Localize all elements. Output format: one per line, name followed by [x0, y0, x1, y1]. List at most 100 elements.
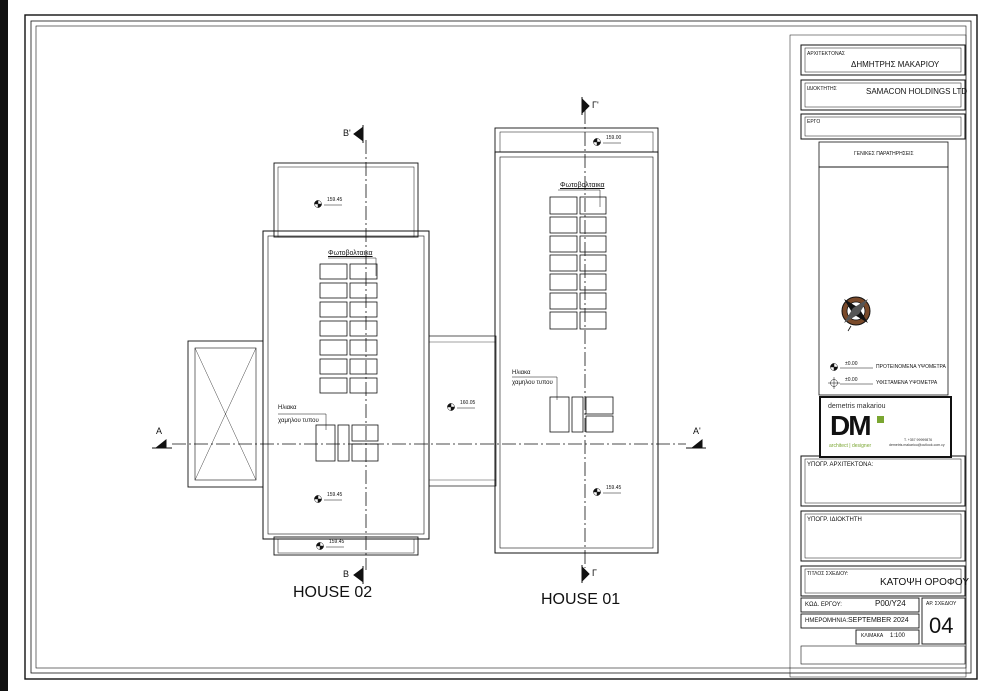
- pv-panel: [319, 358, 348, 375]
- outer-border-inner: [30, 20, 972, 674]
- pv-panel: [549, 254, 578, 272]
- level-marker-icon: [316, 542, 344, 550]
- notes-title: ΓΕΝΙΚΕΣ ΠΑΡΑΤΗΡΗΣΕΙΣ: [854, 151, 914, 157]
- pv-panel: [349, 320, 378, 337]
- level-marker-icon: [314, 200, 342, 208]
- house02-pv-label: Φωτοβολταικα: [328, 250, 373, 257]
- pv-panel: [549, 273, 578, 291]
- level-value: 159.45: [606, 485, 622, 491]
- legend-proposed-text: ΠΡΟΤΕΙΝΟΜΕΝΑ ΥΨΟΜΕΤΡΑ: [876, 364, 946, 370]
- house01-heater-label: Ηλιακα: [512, 370, 531, 376]
- section-arrow-g-bottom: [582, 566, 590, 582]
- architect-name: ΔΗΜΗΤΡΗΣ ΜΑΚΑΡΙΟΥ: [851, 60, 940, 69]
- pv-panel: [319, 339, 348, 356]
- legend-existing-icon: [828, 377, 873, 389]
- outer-border: [24, 14, 978, 680]
- house01-top-terrace: [494, 127, 659, 153]
- project-label: ΕΡΓΟ: [807, 119, 821, 125]
- pv-panel: [319, 301, 348, 318]
- house02-roof-outline: [262, 230, 430, 540]
- pv-panel: [579, 292, 607, 310]
- section-arrow-g-top: [582, 98, 590, 114]
- drawing-title: ΚΑΤΟΨΗ ΟΡΟΦΟΥ: [880, 577, 969, 588]
- legend-proposed-icon: [830, 363, 873, 371]
- level-marker-icon: [593, 138, 621, 146]
- house02-bottom-ledge: [273, 536, 419, 556]
- house02-heater-label-2: χαμηλου τυπου: [278, 418, 319, 424]
- date-value: SEPTEMBER 2024: [848, 617, 909, 624]
- scale-label: ΚΛΙΜΑΚΑ: [861, 633, 884, 639]
- pv-panel: [319, 320, 348, 337]
- connector-roof: [428, 335, 497, 487]
- sheet-number: 04: [929, 613, 954, 638]
- pv-panel: [549, 235, 578, 253]
- scale-value: 1:100: [890, 633, 906, 639]
- date-label: ΗΜΕΡΟΜΗΝΙΑ:: [805, 618, 849, 624]
- level-marker-icon: [593, 488, 621, 496]
- legend-existing-text: ΥΦΙΣΤΑΜΕΝΑ ΥΨΟΜΕΤΡΑ: [876, 380, 938, 386]
- house01-heater-label-2: χαμηλου τυπου: [512, 380, 553, 386]
- section-arrow-a-right: [690, 438, 703, 449]
- pv-panel: [579, 311, 607, 330]
- legend-value-existing: ±0.00: [845, 377, 858, 383]
- pv-panel: [579, 196, 607, 215]
- pv-panel: [319, 282, 348, 299]
- section-mark-g: Γ: [592, 568, 597, 578]
- house01-pv-label: Φωτοβολταικα: [560, 182, 605, 189]
- pv-panel: [549, 311, 578, 330]
- pv-panel: [319, 377, 348, 394]
- pv-panel: [549, 196, 578, 215]
- level-value: 159.45: [329, 539, 345, 545]
- pv-panel: [349, 263, 378, 280]
- pv-panel: [349, 339, 378, 356]
- window-edge: [0, 0, 8, 691]
- level-marker-icon: [447, 403, 475, 411]
- pv-panel: [549, 292, 578, 310]
- pv-panel: [579, 216, 607, 234]
- house01-pv-array: [549, 196, 607, 330]
- house02-solar-heater: [315, 424, 379, 462]
- level-value: 159.45: [327, 197, 343, 203]
- logo-dot: [877, 416, 884, 423]
- pv-panel: [579, 254, 607, 272]
- sheet-number-label: ΑΡ. ΣΧΕΔΙΟΥ: [926, 601, 957, 607]
- architect-logo: demetris makariou DM architect | designe…: [819, 396, 952, 458]
- pv-panel: [349, 282, 378, 299]
- legend-value-proposed: ±0.00: [845, 361, 858, 367]
- level-marker-icon: [314, 495, 342, 503]
- pv-panel: [549, 216, 578, 234]
- section-mark-a-prime: A': [693, 426, 701, 436]
- house02-heater-label: Ηλιακα: [278, 405, 297, 411]
- drawing-title-label: ΤΙΤΛΟΣ ΣΧΕΔΙΟΥ:: [807, 571, 849, 577]
- section-arrow-b-top: [353, 127, 363, 141]
- section-arrow-b-bottom: [353, 568, 363, 582]
- logo-mark: DM: [830, 410, 872, 441]
- architect-label: ΑΡΧΙΤΕΚΤΟΝΑΣ: [807, 51, 846, 57]
- house01-roof-outline: [494, 151, 659, 554]
- architect-signature-label: ΥΠΟΓΡ. ΑΡΧΙΤΕΚΤΟΝΑ:: [807, 462, 874, 468]
- north-arrow-icon: [841, 296, 871, 332]
- house02-top-terrace: [273, 162, 419, 238]
- section-mark-a: A: [156, 426, 163, 436]
- section-arrow-a-left: [154, 438, 167, 449]
- pv-panel: [349, 377, 378, 394]
- section-mark-b-prime: B': [343, 128, 351, 138]
- section-mark-g-prime: Γ': [592, 100, 599, 110]
- logo-phone: T. +357 99999876: [904, 438, 933, 442]
- pv-panel: [319, 263, 348, 280]
- owner-label: ΙΔΙΟΚΤΗΤΗΣ: [807, 86, 837, 92]
- project-code-label: ΚΩΔ. ΕΡΓΟΥ:: [805, 602, 842, 608]
- house01-solar-heater: [549, 396, 614, 433]
- logo-subtitle: architect | designer: [829, 443, 872, 449]
- owner-name: SAMACON HOLDINGS LTD: [866, 87, 968, 96]
- house02-side-void: [187, 340, 264, 488]
- level-value: 159.00: [606, 135, 622, 141]
- owner-signature-label: ΥΠΟΓΡ. ΙΔΙΟΚΤΗΤΗ: [807, 517, 862, 523]
- level-value: 160.05: [460, 400, 476, 406]
- section-mark-b: B: [343, 569, 350, 579]
- pv-panel: [579, 273, 607, 291]
- pv-panel: [579, 235, 607, 253]
- pv-panel: [349, 358, 378, 375]
